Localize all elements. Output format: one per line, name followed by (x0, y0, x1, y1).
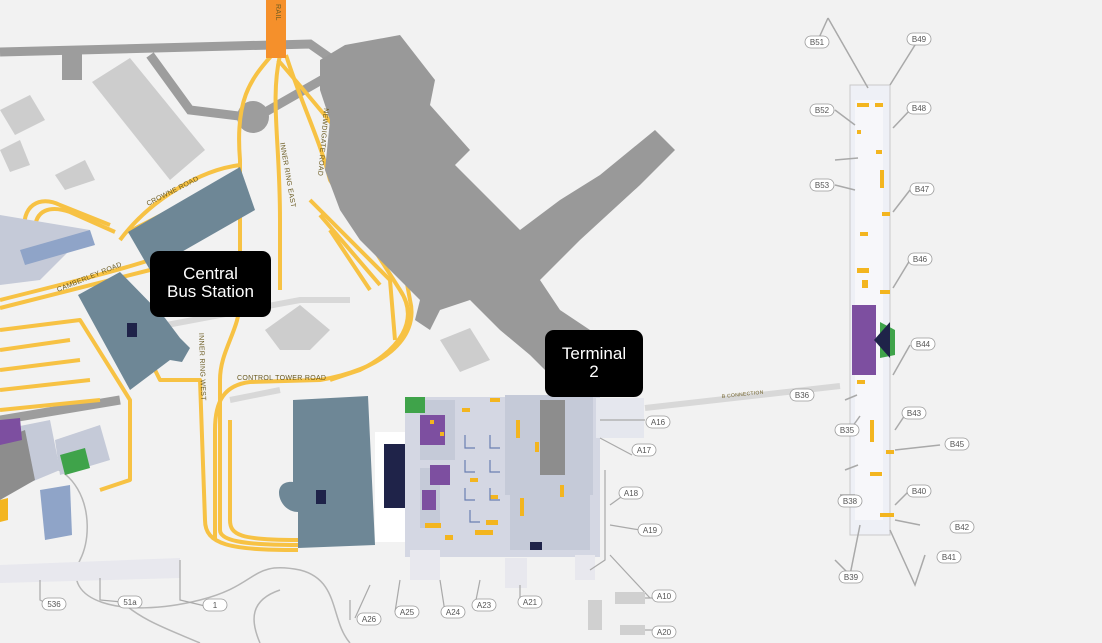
gate-B35[interactable]: B35 (834, 423, 860, 437)
pier-link-label: B CONNECTION (722, 390, 764, 400)
gate-label: B39 (844, 573, 859, 582)
gate-label: A17 (637, 446, 652, 455)
main-terminal-building (375, 395, 644, 588)
gate-B36[interactable]: B36 (789, 388, 815, 402)
b-pier (849, 84, 895, 536)
gate-B53[interactable]: B53 (809, 178, 835, 192)
gate-A24[interactable]: A24 (440, 605, 466, 619)
central-bus-station-callout[interactable]: Central Bus Station (150, 251, 271, 317)
gate-A19[interactable]: A19 (637, 523, 663, 537)
gate-label: B48 (912, 104, 927, 113)
gate-label: A19 (643, 526, 658, 535)
service-building (62, 52, 82, 80)
gate-B47[interactable]: B47 (909, 182, 935, 196)
gate-label: B44 (916, 340, 931, 349)
callout-line-2: Bus Station (167, 282, 254, 301)
gate-A16[interactable]: A16 (645, 415, 671, 429)
gate-1[interactable]: 1 (202, 598, 228, 612)
terminal-car-park (279, 396, 375, 548)
gate-A21[interactable]: A21 (517, 595, 543, 609)
gate-label: A20 (657, 628, 672, 637)
north-terminal-building (320, 35, 675, 370)
crowne-car-park (128, 167, 255, 270)
gate-536[interactable]: 536 (41, 597, 67, 611)
gate-label: B52 (815, 106, 830, 115)
terminal-amenities (425, 398, 564, 540)
gate-B48[interactable]: B48 (906, 101, 932, 115)
gate-label: B46 (913, 255, 928, 264)
gate-label: A16 (651, 418, 666, 427)
gate-51a[interactable]: 51a (117, 595, 143, 609)
gate-label: B53 (815, 181, 830, 190)
b-gate-labels: B51 B49 B52 B48 B53 B47 B46 B44 B36 B43 … (789, 32, 975, 584)
gate-label: B45 (950, 440, 965, 449)
gate-label: B42 (955, 523, 970, 532)
gate-B46[interactable]: B46 (907, 252, 933, 266)
gate-B41[interactable]: B41 (936, 550, 962, 564)
gate-A10[interactable]: A10 (651, 589, 677, 603)
terminal-seating (464, 435, 500, 523)
terminal-1-corner (0, 215, 180, 583)
gate-label: B35 (840, 426, 855, 435)
gate-A17[interactable]: A17 (631, 443, 657, 457)
gate-A23[interactable]: A23 (471, 598, 497, 612)
gate-A20[interactable]: A20 (651, 625, 677, 639)
gate-label: B41 (942, 553, 957, 562)
gate-B43[interactable]: B43 (901, 406, 927, 420)
callout-line-1: Terminal (561, 344, 627, 363)
gate-A26[interactable]: A26 (356, 612, 382, 626)
gate-B38[interactable]: B38 (837, 494, 863, 508)
gate-B42[interactable]: B42 (949, 520, 975, 534)
gate-A25[interactable]: A25 (394, 605, 420, 619)
gate-label: A23 (477, 601, 492, 610)
car-park-marker (316, 490, 326, 504)
remote-stand (615, 592, 645, 604)
gate-B40[interactable]: B40 (906, 484, 932, 498)
gate-B49[interactable]: B49 (906, 32, 932, 46)
callout-line-2: 2 (589, 362, 599, 381)
gate-label: B40 (912, 487, 927, 496)
b-pier-amenities (857, 103, 894, 517)
gate-label: A24 (446, 608, 461, 617)
control-tower-road-label: CONTROL TOWER ROAD (237, 375, 326, 382)
gate-B45[interactable]: B45 (944, 437, 970, 451)
rail-label: RAIL (274, 4, 281, 21)
gate-label: A21 (523, 598, 538, 607)
gate-label: 536 (47, 600, 61, 609)
callout-line-1: Central (183, 264, 238, 283)
t1-gate-labels: 536 1 51a (41, 595, 228, 612)
outbuildings (0, 58, 490, 372)
gate-B52[interactable]: B52 (809, 103, 835, 117)
gate-label: B36 (795, 391, 810, 400)
gate-label: 51a (123, 598, 137, 607)
roundabout (237, 101, 269, 133)
terminal-2-callout[interactable]: Terminal 2 (545, 330, 643, 397)
a-gate-labels: A16 A17 A18 A19 A10 A20 A21 A23 A24 A25 … (356, 415, 677, 639)
gate-label: A25 (400, 608, 415, 617)
gate-label: 1 (213, 601, 218, 610)
gate-label: A10 (657, 592, 672, 601)
remote-stand (620, 625, 645, 635)
gate-label: A26 (362, 615, 377, 624)
gate-label: B51 (810, 38, 825, 47)
gate-B39[interactable]: B39 (838, 570, 864, 584)
gate-B51[interactable]: B51 (804, 35, 830, 49)
gate-label: B49 (912, 35, 927, 44)
gate-B44[interactable]: B44 (910, 337, 936, 351)
service-roads (0, 39, 333, 425)
inner-ring-west-label: INNER RING WEST (197, 333, 206, 402)
gate-label: A18 (624, 489, 639, 498)
rail-line (266, 0, 286, 58)
remote-stand (588, 600, 602, 630)
gate-label: B43 (907, 409, 922, 418)
gate-label: B47 (915, 185, 930, 194)
gate-label: B38 (843, 497, 858, 506)
gate-A18[interactable]: A18 (618, 486, 644, 500)
car-park-marker (127, 323, 137, 337)
